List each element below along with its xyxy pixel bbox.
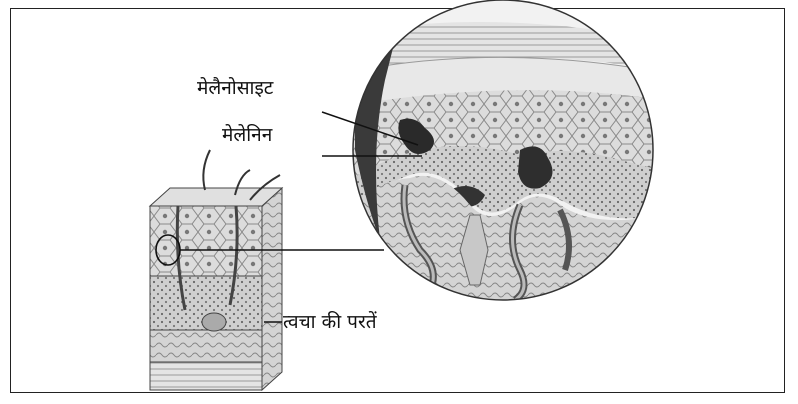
- skin-layers-label: त्वचा की परतें: [283, 313, 377, 332]
- magnified-skin-circle: [350, 0, 660, 310]
- melanocyte-label: मेलैनोसाइट: [197, 79, 273, 98]
- melanin-label: मेलेनिन: [222, 126, 272, 145]
- skin-block: [150, 150, 282, 390]
